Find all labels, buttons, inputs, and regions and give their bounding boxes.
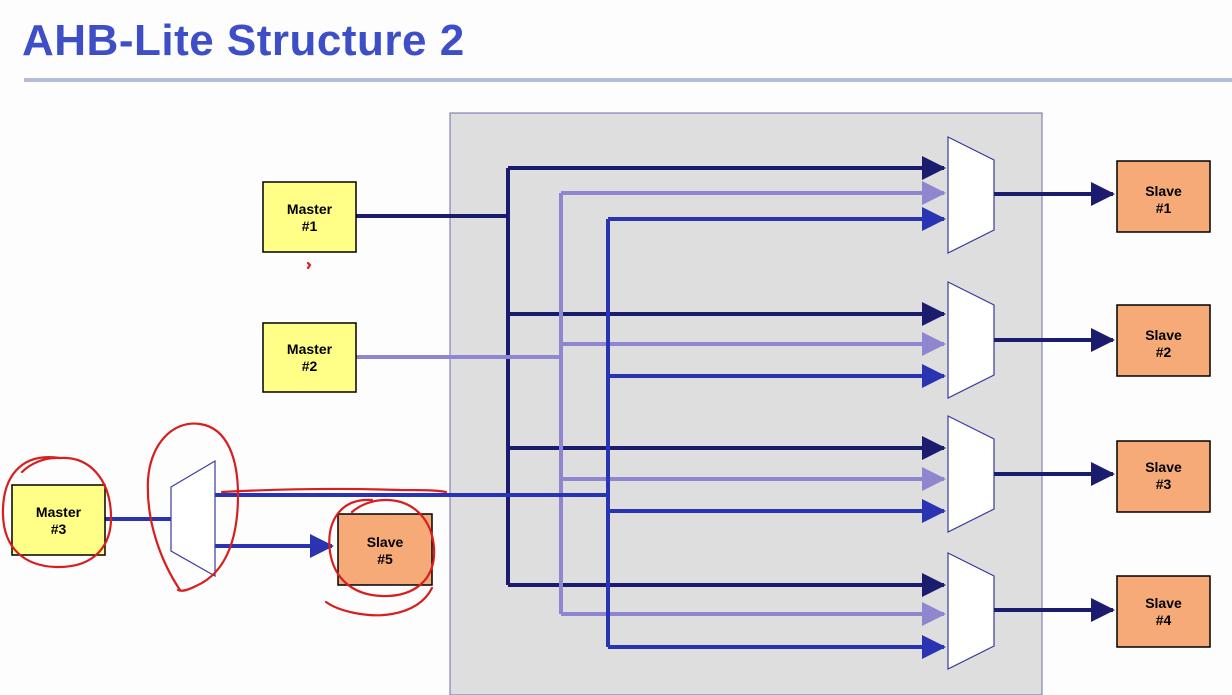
- mux-slave3: [947, 415, 995, 533]
- demux-master3: [170, 459, 216, 578]
- slave-5-number: #5: [377, 551, 393, 567]
- slave-1-number: #1: [1156, 200, 1172, 216]
- title-divider: [24, 78, 1232, 82]
- master-1-label: Master: [287, 201, 333, 217]
- master1-bus: [356, 156, 946, 597]
- mux-slave4: [947, 552, 995, 670]
- master-3-label: Master: [36, 504, 82, 520]
- slave-block-1: Slave #1: [1116, 160, 1211, 233]
- slave5-circle-annotation: [324, 498, 436, 617]
- slide-title: AHB-Lite Structure 2: [22, 16, 465, 65]
- slave-3-number: #3: [1156, 476, 1172, 492]
- demux-loop-annotation: [146, 422, 240, 592]
- master-2-label: Master: [287, 341, 333, 357]
- master3-circle-annotation: [1, 456, 113, 569]
- master-block-3: Master #3: [11, 484, 106, 556]
- master2-bus: [356, 181, 946, 626]
- slave-4-number: #4: [1156, 612, 1172, 628]
- slave-2-number: #2: [1156, 344, 1172, 360]
- master-3-number: #3: [51, 521, 67, 537]
- bus-highlight-annotation: [220, 487, 448, 494]
- red-annotations: [1, 261, 448, 617]
- master-2-number: #2: [302, 358, 318, 374]
- slave-block-4: Slave #4: [1116, 575, 1211, 648]
- mux-outputs: [994, 182, 1115, 622]
- pen-tick-annotation: [306, 261, 312, 270]
- mux-slave1: [947, 136, 995, 254]
- mux-slave2: [947, 281, 995, 399]
- slave-1-label: Slave: [1145, 183, 1182, 199]
- slave-3-label: Slave: [1145, 459, 1182, 475]
- slave-block-3: Slave #3: [1116, 440, 1211, 513]
- slave-block-2: Slave #2: [1116, 304, 1211, 377]
- master-block-1: Master #1: [262, 181, 357, 253]
- master-block-2: Master #2: [262, 322, 357, 393]
- slave-muxes: [947, 136, 995, 670]
- master3-bus: [104, 207, 946, 659]
- slave-block-5: Slave #5: [337, 513, 433, 586]
- master-1-number: #1: [302, 218, 318, 234]
- slave-4-label: Slave: [1145, 595, 1182, 611]
- slave-5-label: Slave: [367, 534, 404, 550]
- slave-2-label: Slave: [1145, 327, 1182, 343]
